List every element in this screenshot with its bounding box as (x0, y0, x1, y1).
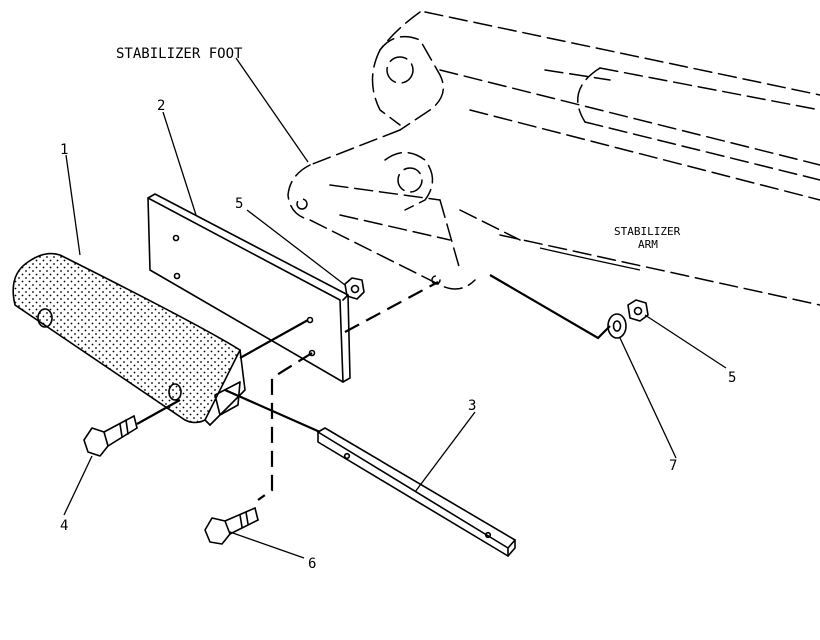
part-7-washer (607, 313, 627, 339)
callout-1: 1 (60, 142, 68, 158)
part-4-bolt (83, 415, 138, 457)
stabilizer-arm-label-line1: STABILIZER (614, 225, 681, 238)
part-2-plate (147, 193, 351, 383)
part-6-bolt (204, 507, 259, 545)
callout-5-right: 5 (728, 370, 736, 386)
callout-5-upper: 5 (235, 196, 243, 212)
part-1-bumper (12, 252, 246, 426)
assembly-lines (136, 274, 611, 501)
stabilizer-foot-phantom (287, 35, 521, 290)
leader-lines (63, 57, 727, 559)
part-3-strip (317, 427, 516, 557)
stabilizer-foot-label: STABILIZER FOOT (116, 46, 243, 62)
callout-3: 3 (468, 398, 476, 414)
callout-6: 6 (308, 556, 316, 572)
stabilizer-arm-label-line2: ARM (638, 238, 658, 251)
stabilizer-arm-phantom (379, 11, 820, 306)
callout-7: 7 (669, 458, 677, 474)
part-5-nut-right (627, 299, 649, 322)
callout-2: 2 (157, 98, 165, 114)
callout-4: 4 (60, 518, 68, 534)
part-5-nut-upper (344, 277, 365, 300)
